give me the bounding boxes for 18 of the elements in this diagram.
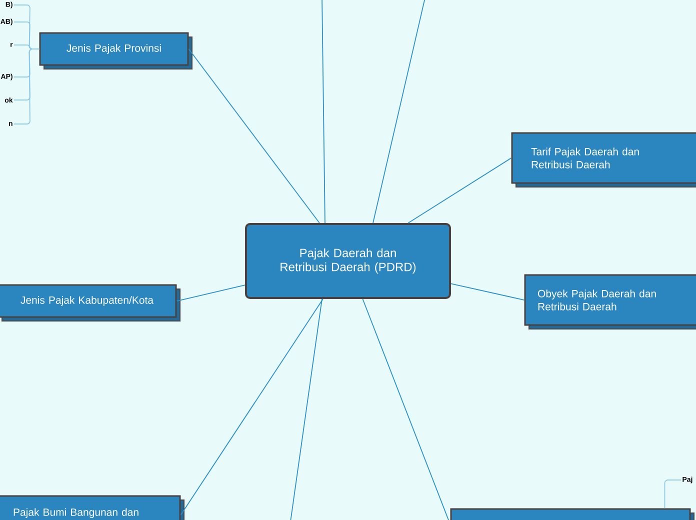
connector-line [664,480,682,509]
connector-line [14,48,40,124]
connector-line [322,0,326,224]
topic-box: Jenis Pajak Provinsi [39,32,192,70]
connector-line [290,298,322,520]
topic-box: Jenis Pajak Kabupaten/Kota [0,284,180,322]
connector-line [362,298,451,520]
connector-line [176,284,246,302]
topic-box: Tarif Pajak Daerah dan Retribusi Daerah [511,132,696,188]
topic-box: Pajak Daerah dan Retribusi Daerah (PDRD) [245,223,451,299]
connector-line [188,48,320,224]
connector-line [372,0,426,224]
connector-line [180,298,324,516]
connector-line [450,283,525,300]
topic-box: Obyek Pajak Daerah dan Retribusi Daerah [524,274,696,330]
topic-box [450,508,694,520]
topic-box: Pajak Bumi Bangunan dan [0,495,184,520]
connector-line [408,158,512,224]
